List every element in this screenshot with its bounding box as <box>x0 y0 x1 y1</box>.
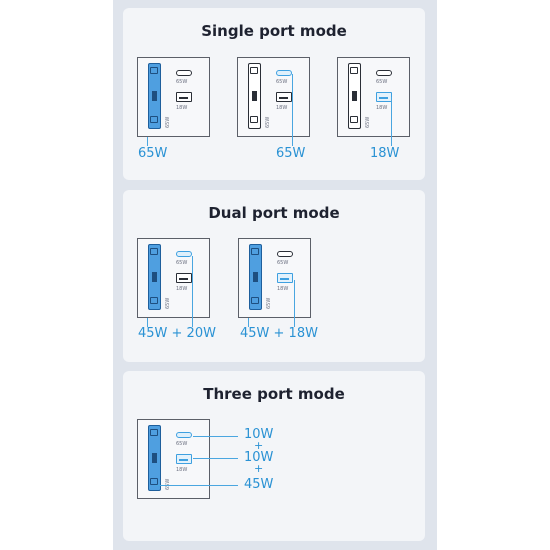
usb-a-label: 18W <box>276 105 288 111</box>
plus-sign: + <box>254 462 264 475</box>
usb-c-port-icon <box>376 70 392 76</box>
plus-sign: + <box>254 439 264 452</box>
dual-callout-1: 45W + 20W <box>138 326 216 341</box>
callout-leader <box>248 318 249 327</box>
usb-a-port-icon <box>276 92 292 102</box>
single-callout-3: 18W <box>370 146 400 161</box>
usb-a-label: 18W <box>277 286 289 292</box>
ac-label: 65W <box>265 116 271 128</box>
callout-leader <box>155 485 238 486</box>
single-callout-1: 65W <box>138 146 168 161</box>
three-callout-usbc: 10W <box>244 427 274 442</box>
ac-label: 65W <box>165 116 171 128</box>
ac-plug-icon <box>348 63 361 129</box>
three-callout-usba: 10W <box>244 450 274 465</box>
charger-diagram-usba-active: 65W 18W 65W <box>337 57 410 137</box>
callout-leader <box>193 458 238 459</box>
callout-leader <box>294 280 295 327</box>
usb-c-label: 65W <box>176 79 188 85</box>
three-callout-ac: 45W <box>244 477 274 492</box>
callout-leader <box>147 137 148 146</box>
callout-leader <box>292 74 293 146</box>
usb-a-label: 18W <box>176 105 188 111</box>
ac-label: 65W <box>266 297 272 309</box>
usb-c-label: 65W <box>176 441 188 447</box>
usb-c-port-icon <box>176 432 192 438</box>
usb-a-port-icon <box>376 92 392 102</box>
usb-c-port-icon <box>277 251 293 257</box>
usb-a-label: 18W <box>176 286 188 292</box>
charger-diagram-ac-active: 65W 18W 65W <box>137 57 210 137</box>
usb-c-label: 65W <box>176 260 188 266</box>
ac-label: 65W <box>165 297 171 309</box>
ac-plug-icon <box>148 425 161 491</box>
dual-callout-2: 45W + 18W <box>240 326 318 341</box>
usb-c-label: 65W <box>277 260 289 266</box>
dual-port-mode-title: Dual port mode <box>208 204 340 222</box>
usb-a-port-icon <box>176 273 192 283</box>
single-callout-2: 65W <box>276 146 306 161</box>
ac-plug-icon <box>249 244 262 310</box>
callout-leader <box>192 256 193 327</box>
usb-c-label: 65W <box>276 79 288 85</box>
callout-leader <box>193 436 238 437</box>
charger-diagram-ac-usba: 65W 18W 65W <box>238 238 311 318</box>
callout-leader <box>391 97 392 146</box>
charger-diagram-all-ports: 65W 18W 65W <box>137 419 210 499</box>
usb-c-port-icon <box>176 251 192 257</box>
ac-plug-icon <box>148 63 161 129</box>
ac-plug-icon <box>248 63 261 129</box>
usb-c-label: 65W <box>376 79 388 85</box>
charger-diagram-ac-usbc: 65W 18W 65W <box>137 238 210 318</box>
usb-a-label: 18W <box>376 105 388 111</box>
usb-a-label: 18W <box>176 467 188 473</box>
usb-a-port-icon <box>277 273 293 283</box>
usb-c-port-icon <box>176 70 192 76</box>
three-port-mode-title: Three port mode <box>203 385 345 403</box>
usb-a-port-icon <box>176 92 192 102</box>
charger-diagram-usbc-active: 65W 18W 65W <box>237 57 310 137</box>
usb-a-port-icon <box>176 454 192 464</box>
ac-plug-icon <box>148 244 161 310</box>
usb-c-port-icon <box>276 70 292 76</box>
callout-leader <box>147 318 148 327</box>
ac-label: 65W <box>365 116 371 128</box>
single-port-mode-title: Single port mode <box>201 22 347 40</box>
